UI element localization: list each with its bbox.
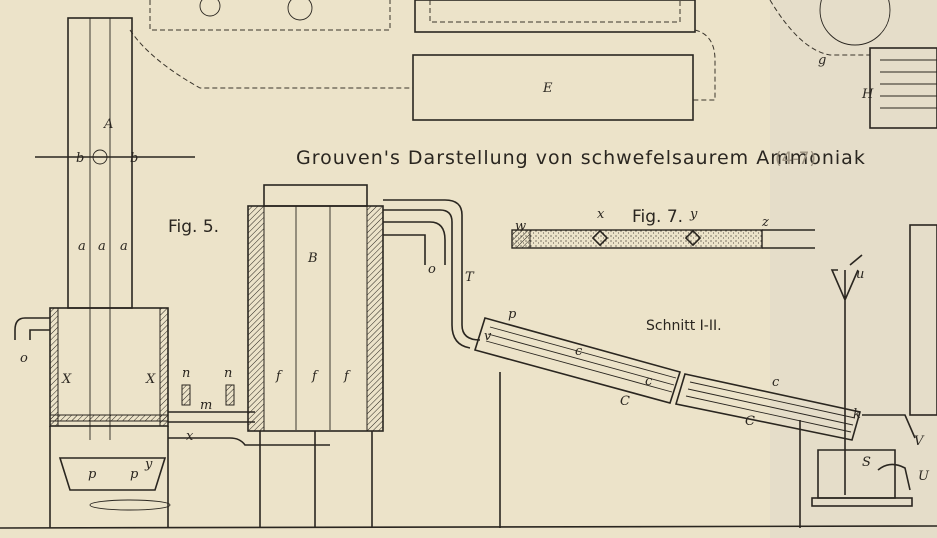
label-a: a xyxy=(78,239,86,254)
label-f: f xyxy=(275,369,283,384)
label-c: c xyxy=(772,375,780,390)
plate-border xyxy=(0,525,937,529)
tank-E xyxy=(412,54,694,121)
label-y: y xyxy=(689,207,698,222)
label-b: b xyxy=(76,151,84,166)
label-o: o xyxy=(428,262,436,277)
fig5-column-A xyxy=(14,17,330,528)
label-z: z xyxy=(761,215,769,230)
label-V: V xyxy=(914,434,925,449)
top-apparatus-fragments xyxy=(129,0,937,416)
right-edge-vessel xyxy=(909,224,937,416)
label-v: v xyxy=(484,329,492,344)
label-u: u xyxy=(856,267,864,282)
label-f: f xyxy=(311,369,319,384)
label-f: f xyxy=(343,369,351,384)
section-caption: Schnitt I-II. xyxy=(646,318,722,334)
fig5-vessel-B xyxy=(247,184,481,528)
label-a: a xyxy=(98,239,106,254)
label-T: T xyxy=(465,270,475,285)
part-labels: A b b a a a X X o p p y n n m x B f f f … xyxy=(20,53,930,484)
label-X: X xyxy=(61,372,72,387)
label-x: x xyxy=(597,207,605,222)
condenser-section xyxy=(473,254,916,528)
label-S: S xyxy=(862,455,871,470)
grate-H xyxy=(869,47,937,129)
label-p: p xyxy=(130,467,139,482)
label-w: w xyxy=(515,219,526,234)
label-X: X xyxy=(145,372,156,387)
label-B: B xyxy=(307,251,318,266)
label-p: p xyxy=(88,467,97,482)
fig7-caption: Fig. 7. xyxy=(632,207,683,227)
label-C: C xyxy=(620,394,630,409)
fig5-caption: Fig. 5. xyxy=(168,217,219,237)
label-p: p xyxy=(508,307,517,322)
label-y: y xyxy=(144,457,153,472)
label-c: c xyxy=(645,374,653,389)
plate-title: Grouven's Darstellung von schwefelsaurem… xyxy=(296,147,866,169)
label-m: m xyxy=(200,398,212,413)
label-H: H xyxy=(861,87,874,102)
label-k: k xyxy=(853,407,861,422)
label-n: n xyxy=(224,366,232,381)
paper-right-sheet xyxy=(770,0,937,538)
label-g: g xyxy=(818,53,826,68)
label-b: b xyxy=(130,151,138,166)
label-c: c xyxy=(575,344,583,359)
label-A: A xyxy=(103,117,113,132)
label-E: E xyxy=(542,81,553,96)
label-x: x xyxy=(186,429,194,444)
plate-title-suffix: (4-7) xyxy=(775,149,816,169)
label-U: U xyxy=(918,469,930,484)
label-o: o xyxy=(20,351,28,366)
label-a: a xyxy=(120,239,128,254)
fig7-tube xyxy=(511,229,815,249)
label-n: n xyxy=(182,366,190,381)
label-C: C xyxy=(745,414,755,429)
